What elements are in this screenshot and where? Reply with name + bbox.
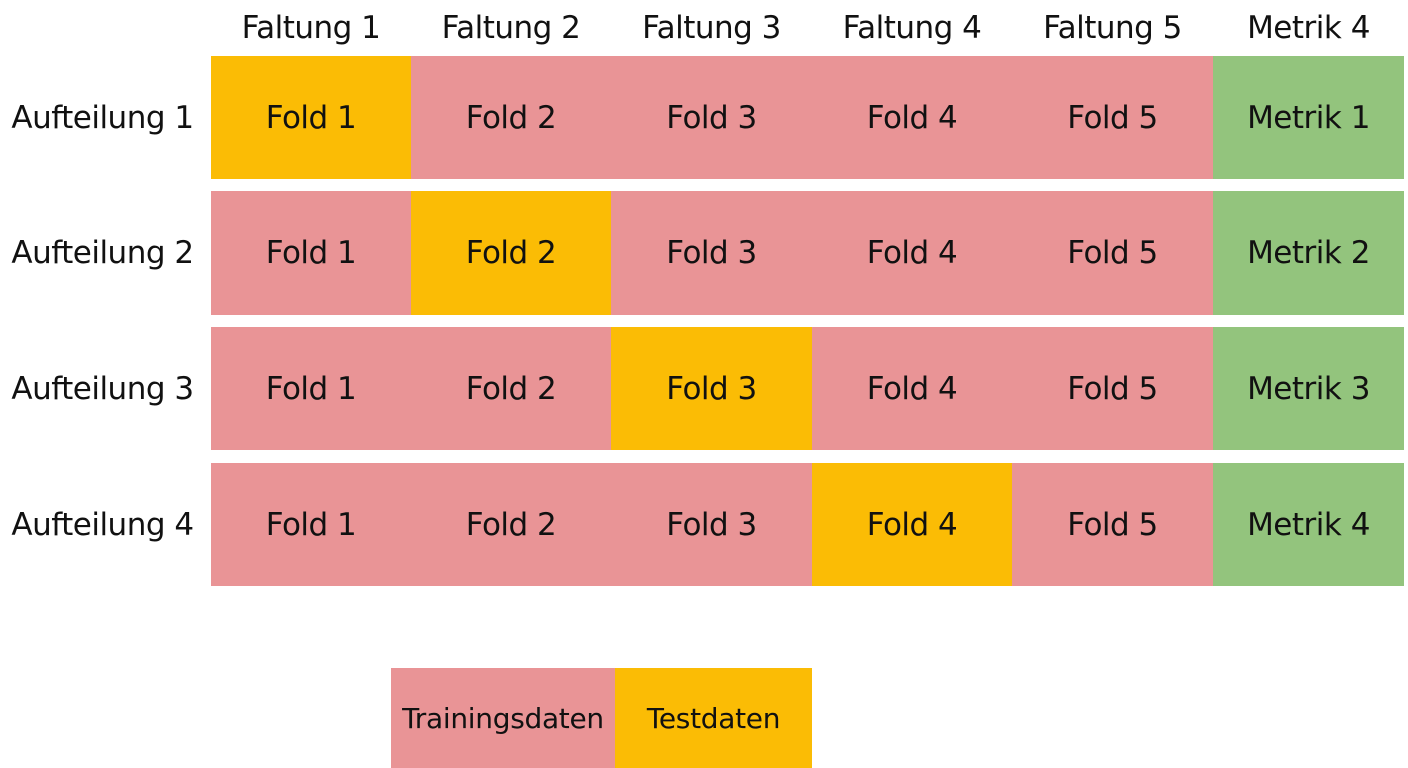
split-row-4: Fold 1 Fold 2 Fold 3 Fold 4 Fold 5 Metri…	[211, 463, 1404, 586]
metric-cell: Metrik 4	[1213, 463, 1404, 586]
column-header-faltung-5: Faltung 5	[1043, 10, 1182, 46]
metric-cell: Metrik 2	[1213, 191, 1404, 315]
fold-cell: Fold 1	[211, 191, 411, 315]
fold-cell: Fold 4	[812, 463, 1012, 586]
column-header-faltung-1: Faltung 1	[241, 10, 381, 46]
column-header-faltung-3: Faltung 3	[642, 10, 781, 46]
fold-cell: Fold 5	[1012, 191, 1213, 315]
column-header-metric: Metrik 4	[1247, 10, 1370, 46]
column-header-faltung-4: Faltung 4	[842, 10, 982, 46]
legend-training-data: Trainingsdaten	[391, 668, 615, 768]
fold-cell: Fold 5	[1012, 327, 1213, 450]
metric-cell: Metrik 3	[1213, 327, 1404, 450]
fold-cell: Fold 2	[411, 463, 611, 586]
split-row-3: Fold 1 Fold 2 Fold 3 Fold 4 Fold 5 Metri…	[211, 327, 1404, 450]
fold-cell: Fold 3	[611, 56, 812, 179]
fold-cell: Fold 4	[812, 191, 1012, 315]
row-label-split-4: Aufteilung 4	[11, 506, 194, 543]
fold-cell: Fold 3	[611, 191, 812, 315]
fold-cell: Fold 2	[411, 56, 611, 179]
metric-cell: Metrik 1	[1213, 56, 1404, 179]
fold-cell: Fold 3	[611, 327, 812, 450]
fold-cell: Fold 2	[411, 327, 611, 450]
fold-cell: Fold 1	[211, 56, 411, 179]
fold-cell: Fold 1	[211, 463, 411, 586]
fold-cell: Fold 4	[812, 327, 1012, 450]
column-header-faltung-2: Faltung 2	[441, 10, 581, 46]
row-label-split-2: Aufteilung 2	[11, 235, 194, 271]
fold-cell: Fold 5	[1012, 56, 1213, 179]
fold-cell: Fold 3	[611, 463, 812, 586]
legend: Trainingsdaten Testdaten	[391, 668, 812, 768]
split-row-1: Fold 1 Fold 2 Fold 3 Fold 4 Fold 5 Metri…	[211, 56, 1404, 179]
split-row-2: Fold 1 Fold 2 Fold 3 Fold 4 Fold 5 Metri…	[211, 191, 1404, 315]
row-label-split-1: Aufteilung 1	[11, 99, 194, 136]
fold-cell: Fold 2	[411, 191, 611, 315]
row-label-split-3: Aufteilung 3	[11, 370, 194, 407]
fold-cell: Fold 4	[812, 56, 1012, 179]
fold-cell: Fold 5	[1012, 463, 1213, 586]
legend-test-data: Testdaten	[615, 668, 812, 768]
fold-cell: Fold 1	[211, 327, 411, 450]
